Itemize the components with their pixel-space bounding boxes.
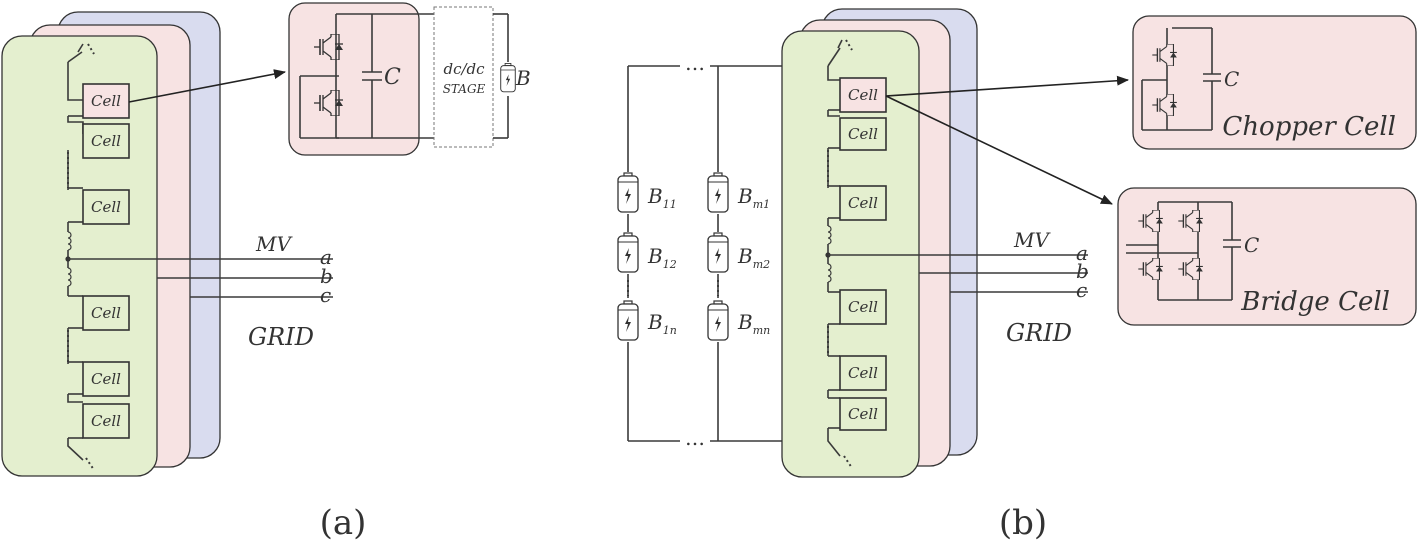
cell-box[interactable] [82,403,130,439]
phase-a-string [825,39,853,469]
mv-label: MV [1013,228,1051,252]
cell-label: Cell [848,298,878,316]
cell-box[interactable] [82,361,130,397]
dcdc-stage: dc/dc STAGE B [433,6,531,148]
phase-c-label: c [1076,278,1087,302]
chopper-capacitor-label: C [1224,67,1239,91]
cell-box-highlighted[interactable] [82,83,130,119]
cell-label: Cell [848,86,878,104]
cell-box[interactable] [839,355,887,391]
cell-label: Cell [91,412,121,430]
battery-icon [707,172,729,213]
cell-label: Cell [91,370,121,388]
bridge-capacitor-label: C [1244,233,1259,257]
phase-a-label: a [1076,241,1088,265]
top-ellipsis: … [685,51,705,75]
phase-a-label: a [320,245,332,269]
bridge-cell-label: Bridge Cell [1240,287,1390,317]
cell-label: Cell [848,364,878,382]
cell-box[interactable] [839,185,887,221]
dcdc-label-line2: STAGE [443,82,486,96]
cell-label: Cell [91,92,121,110]
cell-label: Cell [848,405,878,423]
cell-detail-a: C [288,2,436,156]
chopper-arrow [885,75,1129,97]
phase-c-label: c [320,283,331,307]
battery-label-bmn: Bmn [737,310,770,337]
battery-icon [707,300,729,341]
phase-b-label: b [320,264,333,288]
phase-a-layer [1,35,158,477]
battery-label: B [515,66,531,90]
cell-label: Cell [848,194,878,212]
cell-label: Cell [91,198,121,216]
dcdc-label-line1: dc/dc [443,60,485,78]
battery-icon [617,232,639,273]
grid-label: GRID [248,323,314,351]
battery-icon [707,232,729,273]
battery-icon [617,172,639,213]
cell-stack-b: Cell Cell Cell Cell Cell Cell [839,77,887,431]
phase-a-string [65,43,95,471]
cell-box[interactable] [839,117,887,151]
capacitor-label: C [384,65,401,90]
battery-ladder: … … B11 B12 B1n Bm1 Bm2 Bmn [617,51,828,450]
cell-box[interactable] [839,289,887,325]
battery-label-bm2: Bm2 [737,244,770,271]
grid-lines-a: MV a b c GRID [68,232,333,351]
bottom-ellipsis: … [685,426,705,450]
chopper-cell-label: Chopper Cell [1222,112,1396,142]
cell-box[interactable] [839,397,887,431]
battery-icon [617,300,639,341]
bridge-arrow [885,95,1113,205]
caption-a: (a) [320,503,367,543]
cell-label: Cell [91,132,121,150]
diagram-a: Cell Cell Cell Cell Cell Cell MV a b c G… [1,2,531,543]
phase-b-label: b [1076,259,1089,283]
caption-b: (b) [999,503,1047,543]
cell-box[interactable] [82,295,130,331]
battery-label-b1n: B1n [647,310,677,337]
cell-stack-a: Cell Cell Cell Cell Cell Cell [82,83,130,439]
mv-label: MV [255,232,293,256]
battery-label-bm1: Bm1 [737,184,770,211]
cell-box[interactable] [82,123,130,159]
cell-box-highlighted[interactable] [839,77,887,113]
bridge-cell-detail: C Bridge Cell [1117,187,1417,326]
cell-label: Cell [848,125,878,143]
grid-label: GRID [1006,319,1072,347]
detail-arrow [128,69,286,103]
battery-icon [500,62,516,93]
battery-label-b11: B11 [647,184,677,211]
cell-box[interactable] [82,189,130,225]
cell-label: Cell [91,304,121,322]
grid-lines-b: MV a b c GRID [828,228,1089,347]
chopper-cell-detail: C Chopper Cell [1132,15,1417,150]
diagram-b: … … B11 B12 B1n Bm1 Bm2 Bmn [617,8,1417,543]
battery-label-b12: B12 [647,244,677,271]
